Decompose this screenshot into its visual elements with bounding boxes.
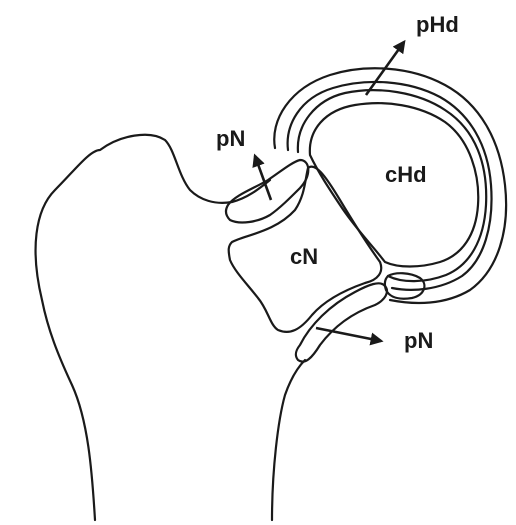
label-cn: cN	[290, 244, 318, 269]
label-phd: pHd	[416, 12, 459, 37]
arrow-pn-upper	[255, 156, 271, 200]
femur-medial-outline	[272, 360, 305, 520]
label-chd: cHd	[385, 162, 427, 187]
label-pn-lower: pN	[404, 328, 433, 353]
label-pn-upper: pN	[216, 126, 245, 151]
lower-peripheral-neck-fragment	[296, 283, 387, 361]
femur-outline	[36, 135, 270, 520]
